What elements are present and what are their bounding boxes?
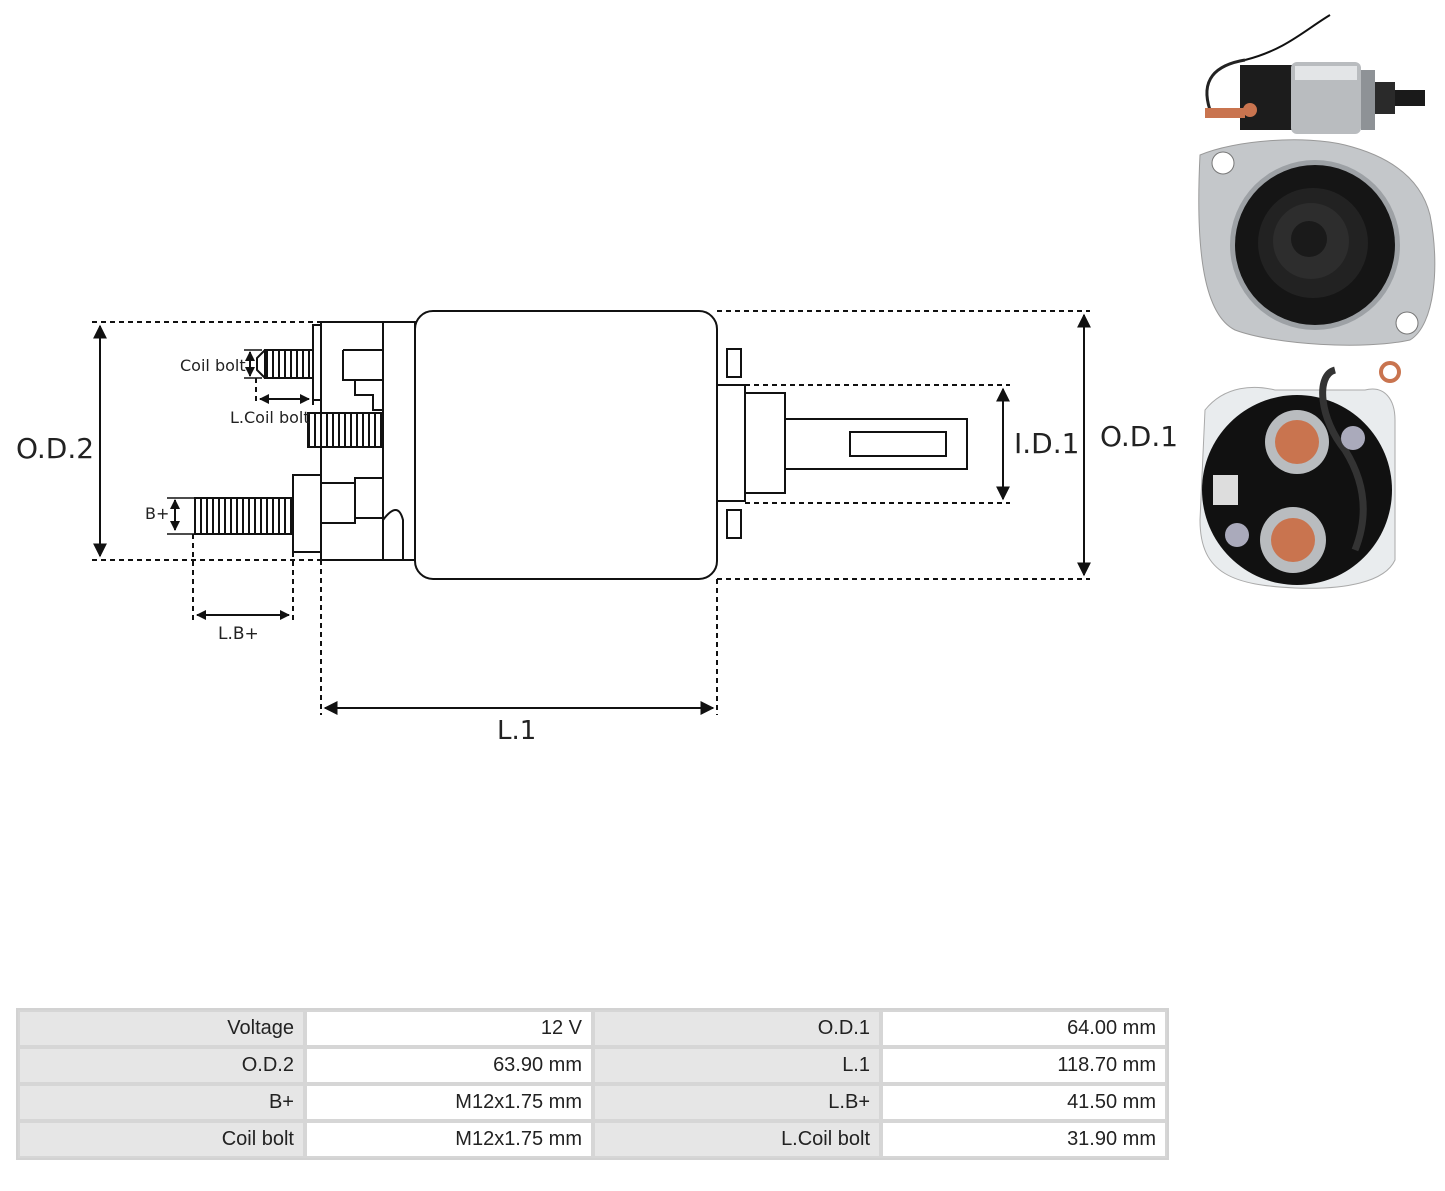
- spec-label: L.Coil bolt: [593, 1121, 881, 1158]
- spec-label: B+: [18, 1084, 305, 1121]
- coil-bolt-stud: [256, 349, 314, 379]
- spec-value: 118.70 mm: [881, 1047, 1167, 1084]
- table-row: O.D.2 63.90 mm L.1 118.70 mm: [18, 1047, 1167, 1084]
- b-plus-stud: [194, 497, 294, 535]
- spec-value: 64.00 mm: [881, 1010, 1167, 1047]
- extension-lines: [92, 310, 1090, 715]
- l1-label: L.1: [497, 716, 536, 746]
- spec-value: M12x1.75 mm: [305, 1121, 593, 1158]
- spec-value: 41.50 mm: [881, 1084, 1167, 1121]
- l-coil-bolt-label: L.Coil bolt: [230, 408, 310, 427]
- mid-bolt-stud: [307, 412, 384, 448]
- od1-label: O.D.1: [1100, 420, 1178, 453]
- solenoid-rear-photo: [1199, 361, 1401, 589]
- table-row: Voltage 12 V O.D.1 64.00 mm: [18, 1010, 1167, 1047]
- spec-table: Voltage 12 V O.D.1 64.00 mm O.D.2 63.90 …: [16, 1008, 1169, 1160]
- table-row: B+ M12x1.75 mm L.B+ 41.50 mm: [18, 1084, 1167, 1121]
- spec-label: Voltage: [18, 1010, 305, 1047]
- solenoid-front-photo: [1198, 139, 1436, 346]
- table-row: Coil bolt M12x1.75 mm L.Coil bolt 31.90 …: [18, 1121, 1167, 1158]
- dimension-arrows: [93, 313, 1091, 715]
- od2-label: O.D.2: [16, 432, 94, 465]
- spec-label: O.D.1: [593, 1010, 881, 1047]
- spec-label: L.B+: [593, 1084, 881, 1121]
- spec-label: L.1: [593, 1047, 881, 1084]
- spec-value: 63.90 mm: [305, 1047, 593, 1084]
- spec-label: Coil bolt: [18, 1121, 305, 1158]
- solenoid-body: [292, 310, 968, 580]
- spec-value: 12 V: [305, 1010, 593, 1047]
- solenoid-side-photo: [1205, 14, 1425, 134]
- l-b-plus-label: L.B+: [218, 624, 259, 644]
- spec-value: M12x1.75 mm: [305, 1084, 593, 1121]
- spec-label: O.D.2: [18, 1047, 305, 1084]
- b-plus-label: B+: [145, 504, 169, 523]
- coil-bolt-label: Coil bolt: [180, 356, 246, 375]
- id1-label: I.D.1: [1014, 427, 1079, 460]
- spec-value: 31.90 mm: [881, 1121, 1167, 1158]
